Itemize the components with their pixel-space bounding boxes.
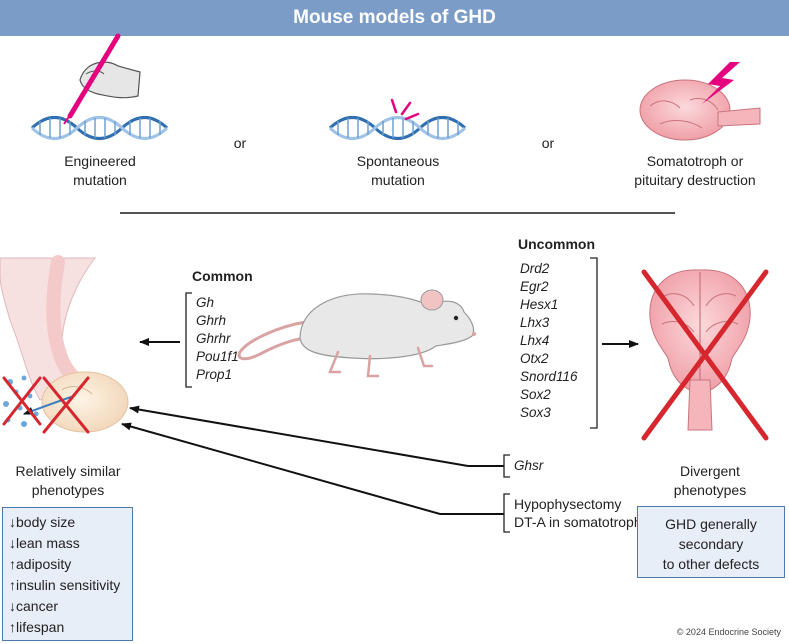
gene-lhx4: Lhx4 — [520, 333, 550, 348]
common-gene-list: Gh Ghrh Ghrhr Pou1f1 Prop1 — [196, 294, 239, 384]
label-or-2: or — [541, 135, 555, 151]
gene-ghrhr: Ghrhr — [196, 331, 231, 346]
gene-sox2: Sox2 — [520, 387, 551, 402]
uncommon-gene-list: Drd2 Egr2 Hesx1 Lhx3 Lhx4 Otx2 Snord116 … — [520, 260, 586, 422]
gene-pou1f1: Pou1f1 — [196, 349, 239, 364]
cross-brain-icon — [641, 269, 769, 441]
label-spontaneous-mutation: Spontaneous mutation — [356, 153, 440, 188]
gene-hesx1: Hesx1 — [520, 297, 559, 312]
cross-hormone-icon — [2, 376, 42, 426]
label-similar-phenotypes: Relatively similar phenotypes — [15, 463, 121, 498]
similar-phenotypes-box: ↓body size ↓lean mass ↑adiposity ↑insuli… — [2, 507, 133, 641]
gene-sox3: Sox3 — [520, 405, 551, 420]
cross-pituitary-icon — [42, 376, 90, 434]
brain-lightning-icon — [639, 62, 761, 141]
gene-ghsr: Ghsr — [514, 458, 544, 473]
dna-helix-spontaneous-icon — [328, 98, 467, 140]
copyright: © 2024 Endocrine Society — [676, 627, 781, 637]
gene-lhx3: Lhx3 — [520, 315, 550, 330]
common-heading: Common — [192, 268, 253, 284]
uncommon-bracket — [590, 257, 598, 429]
common-bracket — [185, 292, 192, 388]
dta-somatotroph-item: DT-A in somatotroph — [514, 514, 642, 530]
phenotype-cancer: ↓cancer — [9, 598, 59, 614]
uncommon-heading: Uncommon — [518, 236, 595, 252]
ghsr-bracket — [503, 454, 510, 478]
title-banner: Mouse models of GHD — [0, 0, 789, 36]
phenotype-body-size: ↓body size — [9, 514, 76, 530]
pituitary-icon — [0, 255, 129, 433]
gene-gh: Gh — [196, 295, 215, 310]
arrow-ghsr — [129, 405, 504, 467]
phenotype-adiposity: ↑adiposity — [9, 556, 72, 572]
hypophysectomy-list: Hypophysectomy DT-A in somatotroph — [514, 495, 642, 531]
gene-ghrh: Ghrh — [196, 313, 227, 328]
gene-snord116: Snord116 — [520, 369, 578, 384]
gene-prop1: Prop1 — [196, 367, 233, 382]
phenotype-lean-mass: ↓lean mass — [9, 535, 80, 551]
mouse-icon — [237, 289, 476, 378]
label-engineered-mutation: Engineered mutation — [64, 153, 136, 188]
dna-helix-engineered-icon — [30, 116, 169, 140]
label-pituitary-destruction: Somatotroph or pituitary destruction — [634, 153, 756, 188]
label-divergent-phenotypes: Divergent phenotypes — [673, 463, 747, 498]
gene-otx2: Otx2 — [520, 351, 549, 366]
hand-pipette-icon — [63, 33, 141, 125]
hypophysectomy-item: Hypophysectomy — [514, 496, 622, 512]
brain-right-icon — [649, 269, 751, 431]
arrow-hypophysectomy — [121, 422, 504, 515]
gene-egr2: Egr2 — [520, 279, 549, 294]
divergent-phenotypes-box: GHD generally secondary to other defects — [637, 506, 785, 578]
hypophysectomy-bracket — [503, 493, 510, 533]
phenotype-lifespan: ↑lifespan — [9, 619, 65, 635]
page-title: Mouse models of GHD — [293, 7, 496, 28]
label-or-1: or — [233, 135, 247, 151]
gene-drd2: Drd2 — [520, 261, 550, 276]
phenotype-insulin-sensitivity: ↑insulin sensitivity — [9, 577, 121, 593]
